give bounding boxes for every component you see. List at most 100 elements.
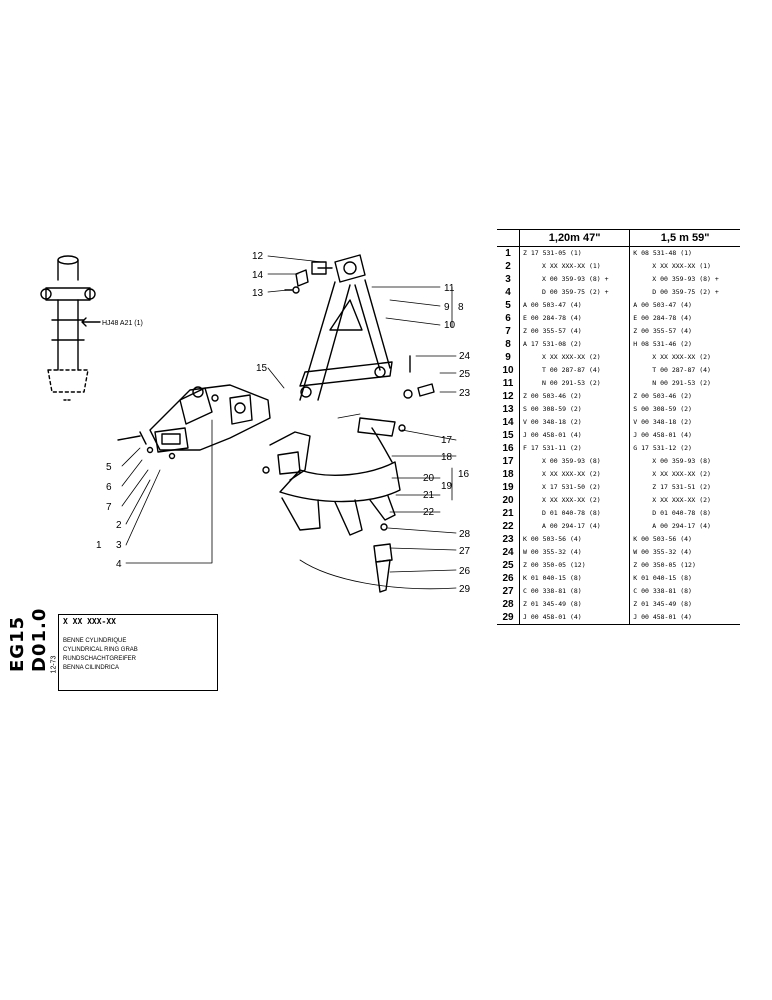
part-number: 26	[497, 572, 520, 585]
part-ref-1-20m: X 17 531-50 (2)	[519, 481, 631, 494]
part-ref-1-20m: S 00 308-59 (2)	[519, 403, 631, 416]
part-number: 23	[497, 533, 520, 546]
callout-10: 10	[444, 320, 456, 331]
callout-13: 13	[252, 288, 264, 299]
part-ref-1-20m: X 00 359-93 (8) +	[519, 273, 631, 286]
callout-5: 5	[106, 462, 112, 473]
callout-12: 12	[252, 251, 264, 262]
callout-23: 23	[459, 388, 471, 399]
part-ref-1-5m: Z 00 503-46 (2)	[633, 392, 692, 400]
tooth-sketch	[373, 523, 393, 593]
header-size-1-5m: 1,5 m 59"	[629, 229, 740, 247]
callout-7: 7	[106, 502, 112, 513]
part-ref-1-5m: X 00 359-93 (8)	[652, 457, 711, 465]
callout-17: 17	[441, 435, 453, 446]
callout-3: 3	[116, 540, 122, 551]
part-number: 20	[497, 494, 520, 507]
part-number: 12	[497, 390, 520, 403]
part-ref-1-20m: D 01 040-78 (8)	[519, 507, 631, 520]
part-ref-1-20m: A 17 531-08 (2)	[519, 338, 631, 351]
head-assembly-sketch	[117, 384, 271, 460]
callout-20: 20	[423, 473, 435, 484]
part-ref-1-5m: X XX XXX-XX (2)	[652, 470, 711, 478]
part-ref-1-5m: S 00 308-59 (2)	[633, 405, 692, 413]
sheet-id-line-1: EG15	[7, 615, 28, 672]
part-ref-1-5m: K 08 531-48 (1)	[633, 249, 692, 257]
callout-9: 9	[444, 302, 450, 313]
header-index	[497, 229, 520, 247]
part-number: 29	[497, 611, 520, 625]
part-number: 19	[497, 481, 520, 494]
part-ref-1-5m: K 01 040-15 (8)	[633, 574, 692, 582]
part-number: 3	[497, 273, 520, 286]
part-number: 1	[497, 246, 520, 260]
part-number: 10	[497, 364, 520, 377]
part-ref-1-20m: W 00 355-32 (4)	[519, 546, 631, 559]
part-number: 25	[497, 559, 520, 572]
callout-4: 4	[116, 559, 122, 570]
part-number: 2	[497, 260, 520, 273]
callout-26: 26	[459, 566, 471, 577]
part-ref-1-20m: Z 00 355-57 (4)	[519, 325, 631, 338]
leader-lines	[121, 255, 457, 590]
part-number: 8	[497, 338, 520, 351]
part-ref-1-5m: Z 17 531-51 (2)	[652, 483, 711, 491]
part-ref-1-5m: K 00 503-56 (4)	[633, 535, 692, 543]
part-ref-1-5m: D 00 359-75 (2) +	[652, 288, 719, 296]
part-ref-1-5m: T 00 287-87 (4)	[652, 366, 711, 374]
callout-2: 2	[116, 520, 122, 531]
part-number: 21	[497, 507, 520, 520]
part-ref-1-20m: N 00 291-53 (2)	[519, 377, 631, 390]
part-ref-1-20m: J 00 458-01 (4)	[519, 611, 631, 625]
title-line-fr: BENNE CYLINDRIQUE	[63, 638, 127, 644]
part-ref-1-20m: F 17 531-11 (2)	[519, 442, 631, 455]
part-number: 11	[497, 377, 520, 390]
part-number: 17	[497, 455, 520, 468]
callout-27: 27	[459, 546, 471, 557]
callout-18: 18	[441, 452, 453, 463]
part-ref-1-5m: Z 01 345-49 (8)	[633, 600, 692, 608]
part-ref-1-5m: E 00 284-78 (4)	[633, 314, 692, 322]
title-line-de: RUNDSCHACHTGREIFER	[63, 656, 137, 662]
part-ref-1-20m: X XX XXX-XX (2)	[519, 468, 631, 481]
title-date: 12-73	[50, 655, 58, 674]
sheet-id: EG15 D01.0	[7, 590, 52, 672]
part-ref-1-20m: K 01 040-15 (8)	[519, 572, 631, 585]
header-size-1-20m: 1,20m 47"	[519, 229, 631, 247]
part-ref-1-20m: K 00 503-56 (4)	[519, 533, 631, 546]
part-ref-1-20m: X XX XXX-XX (2)	[519, 494, 631, 507]
part-ref-1-5m: G 17 531-12 (2)	[633, 444, 692, 452]
callout-numbers: 12 14 13 11 9 10 8 15 24 25 23 5 6 7 2 1…	[96, 251, 471, 595]
part-number: 18	[497, 468, 520, 481]
part-ref-1-20m: E 00 284-78 (4)	[519, 312, 631, 325]
callout-28: 28	[459, 529, 471, 540]
part-number: 15	[497, 429, 520, 442]
part-number: 16	[497, 442, 520, 455]
part-ref-1-20m: A 00 503-47 (4)	[519, 299, 631, 312]
part-number: 4	[497, 286, 520, 299]
drawing-note: HJ48 A21 (1)	[102, 320, 143, 327]
callout-14: 14	[252, 270, 264, 281]
part-number: 22	[497, 520, 520, 533]
callout-19: 19	[441, 481, 453, 492]
part-ref-1-5m: Z 00 350-05 (12)	[633, 561, 696, 569]
a-frame-sketch	[284, 254, 393, 401]
